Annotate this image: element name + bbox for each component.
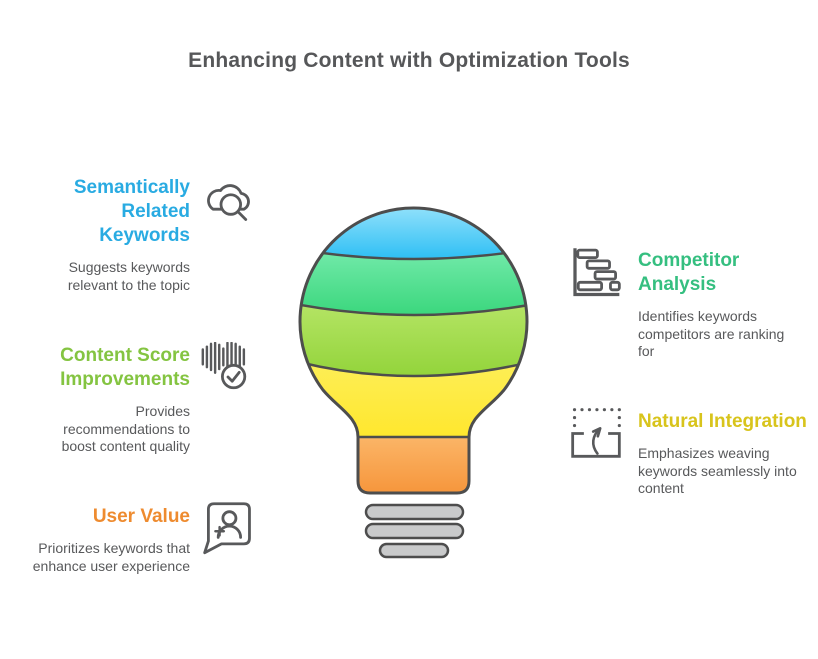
gantt-chart-icon <box>568 245 624 301</box>
cloud-search-icon <box>200 170 256 226</box>
feature-heading: User Value <box>92 506 190 527</box>
feature-description: Prioritizes keywords that enhance user e… <box>32 540 190 574</box>
bulb-segment-blue <box>299 208 528 259</box>
feature-competitor-analysis: Competitor Analysis Identifies keywords … <box>568 245 798 361</box>
feature-user-value: User Value Prioritizes keywords that enh… <box>30 500 256 575</box>
waveform-check-icon <box>200 342 256 398</box>
page-title: Enhancing Content with Optimization Tool… <box>188 49 630 72</box>
lightbulb-graphic <box>298 206 529 559</box>
feature-description: Emphasizes weaving keywords seamlessly i… <box>638 445 797 496</box>
bulb-screw-threads <box>364 503 465 559</box>
feature-heading: Content Score Improvements <box>60 345 190 390</box>
content-insert-icon <box>568 405 624 461</box>
feature-heading: Competitor Analysis <box>638 250 740 295</box>
feature-description: Provides recommendations to boost conten… <box>61 403 190 454</box>
lightbulb-diagram <box>280 195 550 585</box>
feature-heading: Natural Integration <box>638 411 807 432</box>
feature-content-score-improvements: Content Score Improvements Provides reco… <box>30 342 256 456</box>
feature-description: Suggests keywords relevant to the topic <box>67 259 190 293</box>
feature-natural-integration: Natural Integration Emphasizes weaving k… <box>568 405 808 498</box>
feature-heading: Semantically Related Keywords <box>73 177 190 246</box>
feature-description: Identifies keywords competitors are rank… <box>638 308 785 359</box>
feature-semantically-related-keywords: Semantically Related Keywords Suggests k… <box>30 170 256 294</box>
bulb-outline <box>298 206 529 495</box>
user-plus-bubble-icon <box>200 500 256 556</box>
